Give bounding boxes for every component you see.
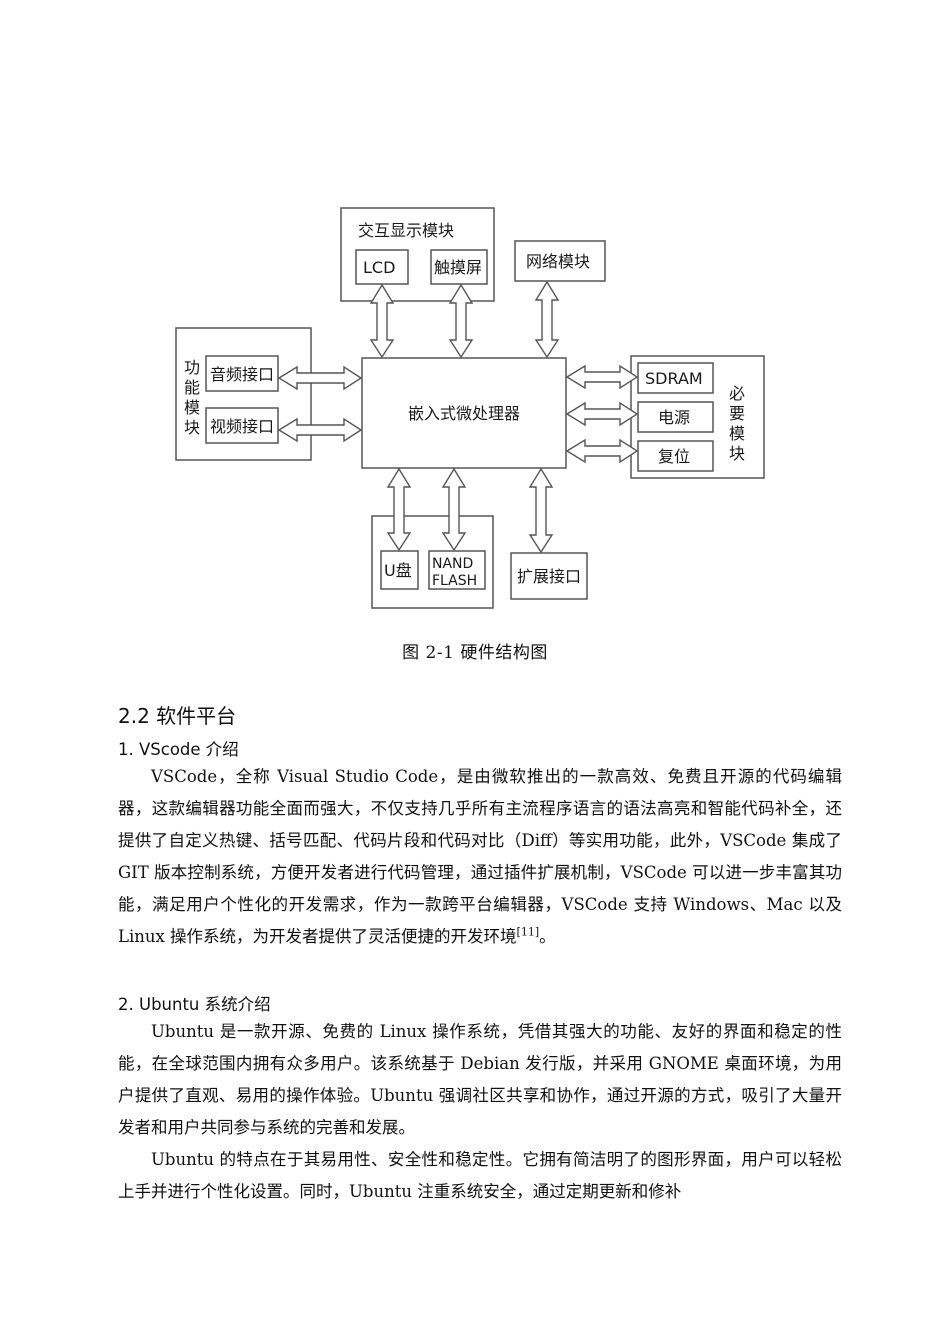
- arrow-touch-processor: [448, 283, 474, 359]
- hardware-structure-diagram: 交互显示模块 LCD 触摸屏 网络模块 功 能 模 块 音频接口 视频接口 嵌入…: [175, 207, 765, 609]
- citation-ref: [11]: [516, 925, 540, 939]
- function-group-char-2: 能: [184, 378, 200, 397]
- arrow-processor-sdram: [565, 364, 639, 390]
- required-group-char-4: 块: [729, 444, 745, 463]
- power-label: 电源: [658, 408, 690, 427]
- vscode-paragraph-end: 。: [539, 927, 556, 946]
- arrow-audio-processor: [277, 365, 363, 391]
- audio-interface-label: 音频接口: [210, 365, 274, 384]
- expansion-interface-box: [510, 552, 588, 600]
- reset-box: [637, 440, 714, 472]
- embedded-processor-label: 嵌入式微处理器: [408, 404, 520, 423]
- vscode-paragraph-container: VSCode，全称 Visual Studio Code，是由微软推出的一款高效…: [118, 761, 842, 953]
- vscode-paragraph: VSCode，全称 Visual Studio Code，是由微软推出的一款高效…: [118, 761, 842, 953]
- ubuntu-paragraph-2: Ubuntu 的特点在于其易用性、安全性和稳定性。它拥有简洁明了的图形界面，用户…: [118, 1150, 842, 1201]
- video-interface-label: 视频接口: [210, 417, 274, 436]
- expansion-interface-label: 扩展接口: [517, 567, 581, 586]
- video-interface-box: [205, 407, 279, 444]
- arrow-processor-usb: [386, 467, 412, 552]
- usb-disk-box: [380, 550, 419, 590]
- reset-label: 复位: [658, 447, 690, 466]
- subsection-vscode-title: 1. VScode 介绍: [118, 740, 239, 759]
- arrow-processor-reset: [565, 438, 639, 464]
- sdram-label: SDRAM: [645, 369, 703, 388]
- section-title: 2.2 软件平台: [118, 704, 237, 728]
- vscode-paragraph-text: VSCode，全称 Visual Studio Code，是由微软推出的一款高效…: [118, 767, 842, 946]
- arrow-processor-nand: [441, 467, 467, 552]
- function-group-char-3: 模: [184, 398, 200, 417]
- power-box: [637, 401, 714, 433]
- required-group-char-3: 模: [729, 424, 745, 443]
- flash-label: FLASH: [432, 573, 477, 589]
- required-group-char-1: 必: [729, 384, 745, 403]
- arrow-processor-power: [565, 401, 639, 427]
- nand-flash-box: [428, 550, 486, 590]
- sdram-box: [637, 362, 714, 394]
- touchscreen-box: [430, 249, 488, 285]
- lcd-label: LCD: [363, 258, 395, 277]
- embedded-processor-box: [361, 357, 567, 469]
- subsection-ubuntu-title: 2. Ubuntu 系统介绍: [118, 995, 271, 1014]
- nand-label: NAND: [432, 556, 473, 572]
- arrow-network-processor: [534, 280, 560, 359]
- arrow-video-processor: [277, 417, 363, 443]
- network-module-box: [514, 240, 606, 282]
- network-module-label: 网络模块: [526, 252, 590, 271]
- ubuntu-paragraphs-container: Ubuntu 是一款开源、免费的 Linux 操作系统，凭借其强大的功能、友好的…: [118, 1016, 842, 1208]
- touchscreen-label: 触摸屏: [434, 258, 482, 277]
- usb-disk-label: U盘: [384, 561, 412, 580]
- audio-interface-box: [205, 355, 279, 392]
- arrow-processor-expansion: [528, 467, 554, 554]
- arrow-lcd-processor: [369, 283, 395, 359]
- function-group-char-1: 功: [184, 358, 200, 377]
- interaction-display-group-label: 交互显示模块: [358, 221, 454, 240]
- ubuntu-paragraph-1: Ubuntu 是一款开源、免费的 Linux 操作系统，凭借其强大的功能、友好的…: [118, 1022, 842, 1137]
- figure-caption: 图 2-1 硬件结构图: [402, 643, 548, 663]
- function-group-char-4: 块: [184, 418, 200, 437]
- required-group-char-2: 要: [729, 404, 745, 423]
